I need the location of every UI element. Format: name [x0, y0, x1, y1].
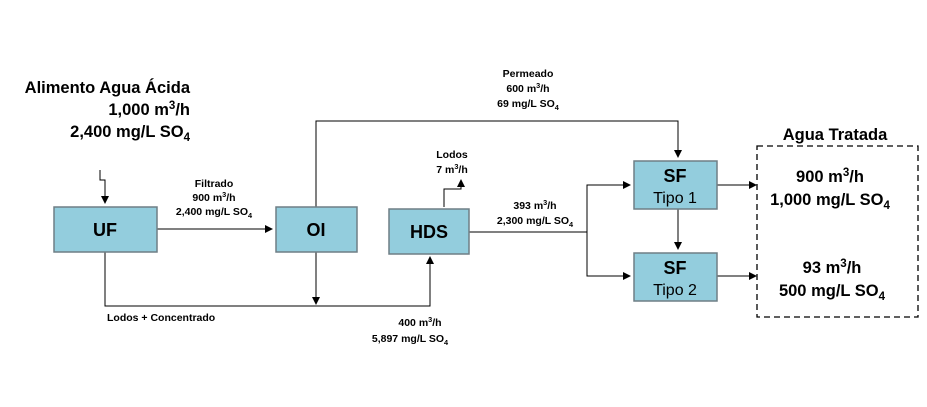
- uf-unit: UF: [53, 206, 158, 253]
- to-hds-flow: 400 m3/h: [398, 315, 441, 329]
- treated-flow-1: 900 m3/h: [796, 167, 864, 186]
- treated-concentration-2: 500 mg/L SO4: [779, 282, 886, 303]
- lodos-flow: 7 m3/h: [436, 162, 468, 176]
- feed-title: Alimento Agua Ácida: [25, 78, 191, 97]
- feed-concentration: 2,400 mg/L SO4: [70, 123, 190, 144]
- lodos-arrow: [443, 179, 465, 207]
- to-hds-concentration: 5,897 mg/L SO4: [372, 333, 449, 347]
- lodos-label: Lodos: [436, 149, 468, 161]
- treated-concentration-1: 1,000 mg/L SO4: [770, 191, 890, 212]
- hds-out-concentration: 2,300 mg/L SO4: [497, 215, 574, 229]
- oi-unit: OI: [275, 206, 358, 253]
- filtrado-label: Filtrado: [195, 178, 234, 190]
- sf-tipo1-unit: SF Tipo 1: [633, 160, 718, 210]
- split-to-sf2-arrow: [586, 232, 631, 280]
- treated-flow-2: 93 m3/h: [803, 258, 862, 277]
- hds-label: HDS: [410, 222, 448, 242]
- oi-label: OI: [306, 220, 325, 240]
- concentrado-label: Lodos + Concentrado: [107, 312, 215, 324]
- treated-title: Agua Tratada: [783, 126, 888, 144]
- sf1-label: SF: [663, 166, 686, 186]
- filtrado-concentration: 2,400 mg/L SO4: [176, 206, 253, 220]
- sf2-label: SF: [663, 258, 686, 278]
- sf2-sublabel: Tipo 2: [653, 282, 697, 299]
- filtrado-flow: 900 m3/h: [192, 190, 235, 204]
- sf-tipo2-unit: SF Tipo 2: [633, 252, 718, 302]
- permeado-concentration: 69 mg/L SO4: [497, 98, 560, 112]
- permeado-flow: 600 m3/h: [506, 81, 549, 95]
- concentrado-line: [104, 252, 434, 307]
- hds-out-flow: 393 m3/h: [513, 198, 556, 212]
- feed-arrow: [99, 170, 109, 204]
- hds-unit: HDS: [388, 208, 470, 255]
- sf1-sublabel: Tipo 1: [653, 190, 697, 207]
- permeado-label: Permeado: [503, 68, 554, 80]
- split-to-sf1-arrow: [586, 181, 631, 232]
- uf-label: UF: [93, 220, 117, 240]
- permeado-arrow: [315, 120, 682, 207]
- feed-flow: 1,000 m3/h: [108, 100, 190, 119]
- treated-water-box: [756, 145, 919, 318]
